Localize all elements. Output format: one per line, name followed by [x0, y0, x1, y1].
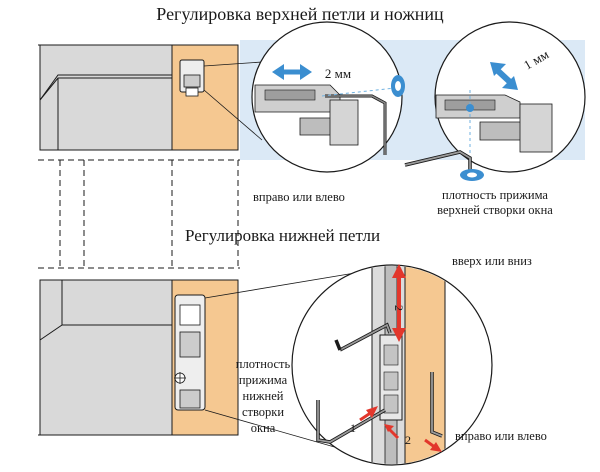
arrow-horizontal-blue	[272, 64, 312, 80]
hinge-detail-left	[254, 84, 396, 155]
sash-bottom	[39, 279, 173, 436]
arrow-diagonal-blue	[490, 62, 518, 90]
window-frame-section	[38, 44, 240, 436]
label-up-down: вверх или вниз	[452, 254, 532, 268]
top-callout: 2 мм 1 мм	[203, 21, 586, 173]
label-clamp-bottom-line-2: прижима	[238, 373, 288, 387]
label-clamp-bottom-line-4: створки	[241, 405, 285, 419]
allen-key-2	[316, 400, 386, 444]
rotation-icon-left	[391, 75, 405, 97]
label-clamp-top-line-1: плотность прижима	[442, 188, 548, 202]
label-clamp-top: плотность прижима верхней створки окна	[415, 188, 575, 218]
label-clamp-bottom: плотность прижима нижней створки окна	[228, 356, 298, 436]
label-clamp-top-line-2: верхней створки окна	[437, 203, 553, 217]
title-middle: Регулировка нижней петли	[185, 226, 381, 245]
bottom-detail: 2 1	[204, 264, 493, 466]
hinge-detail-right	[435, 90, 553, 170]
allen-key-3	[430, 372, 443, 438]
title-top: Регулировка верхней петли и ножниц	[156, 4, 444, 24]
label-arrow-1: 1	[350, 421, 356, 435]
label-clamp-bottom-line-1: плотность	[235, 357, 291, 371]
arrow-diagonal-red-2	[384, 424, 442, 452]
allen-key-1	[334, 322, 392, 352]
arrow-vertical-red	[392, 264, 406, 342]
dimension-2mm: 2 мм	[325, 66, 351, 81]
arrow-diagonal-red-1	[359, 406, 378, 422]
label-left-right-top: вправо или влево	[253, 190, 345, 204]
label-arrow-2: 2	[405, 433, 411, 447]
dimension-vertical: 2	[392, 305, 406, 311]
label-clamp-bottom-line-5: окна	[250, 421, 276, 435]
label-left-right-bottom: вправо или влево	[455, 429, 547, 443]
label-clamp-bottom-line-3: нижней	[242, 389, 284, 403]
allen-key-top-right	[404, 150, 484, 181]
